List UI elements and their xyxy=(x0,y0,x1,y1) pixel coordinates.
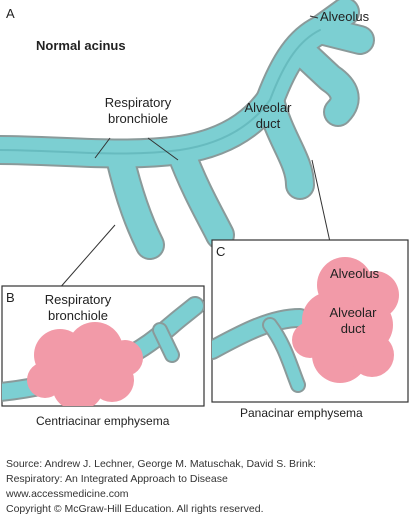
panel-b-caption: Centriacinar emphysema xyxy=(36,414,170,428)
panel-c-label-alveolar-duct: Alveolar duct xyxy=(329,305,377,336)
source-line-3: www.accessmedicine.com xyxy=(6,488,129,500)
centriacinar-emphysema-drawing xyxy=(2,296,204,406)
panel-a-title: Normal acinus xyxy=(36,38,126,53)
panel-b-label-respiratory-bronchiole: Respiratory bronchiole xyxy=(44,292,112,323)
panel-a-label-alveolus: Alveolus xyxy=(320,9,370,24)
normal-acinus-airway xyxy=(0,0,375,260)
panel-a-label-respiratory-bronchiole: Respiratory bronchiole xyxy=(104,95,172,126)
panacinar-emphysema-drawing xyxy=(212,257,399,393)
panel-c-letter: C xyxy=(216,244,226,259)
panel-c-caption: Panacinar emphysema xyxy=(240,406,363,420)
panel-a-letter: A xyxy=(6,6,15,21)
panel-b-letter: B xyxy=(6,290,15,305)
source-line-4: Copyright © McGraw-Hill Education. All r… xyxy=(6,503,264,515)
panel-a-label-alveolar-duct: Alveolar duct xyxy=(244,100,292,131)
source-line-1: Source: Andrew J. Lechner, George M. Mat… xyxy=(6,458,316,470)
panel-c-label-alveolus: Alveolus xyxy=(330,266,380,281)
source-line-2: Respiratory: An Integrated Approach to D… xyxy=(6,473,228,485)
